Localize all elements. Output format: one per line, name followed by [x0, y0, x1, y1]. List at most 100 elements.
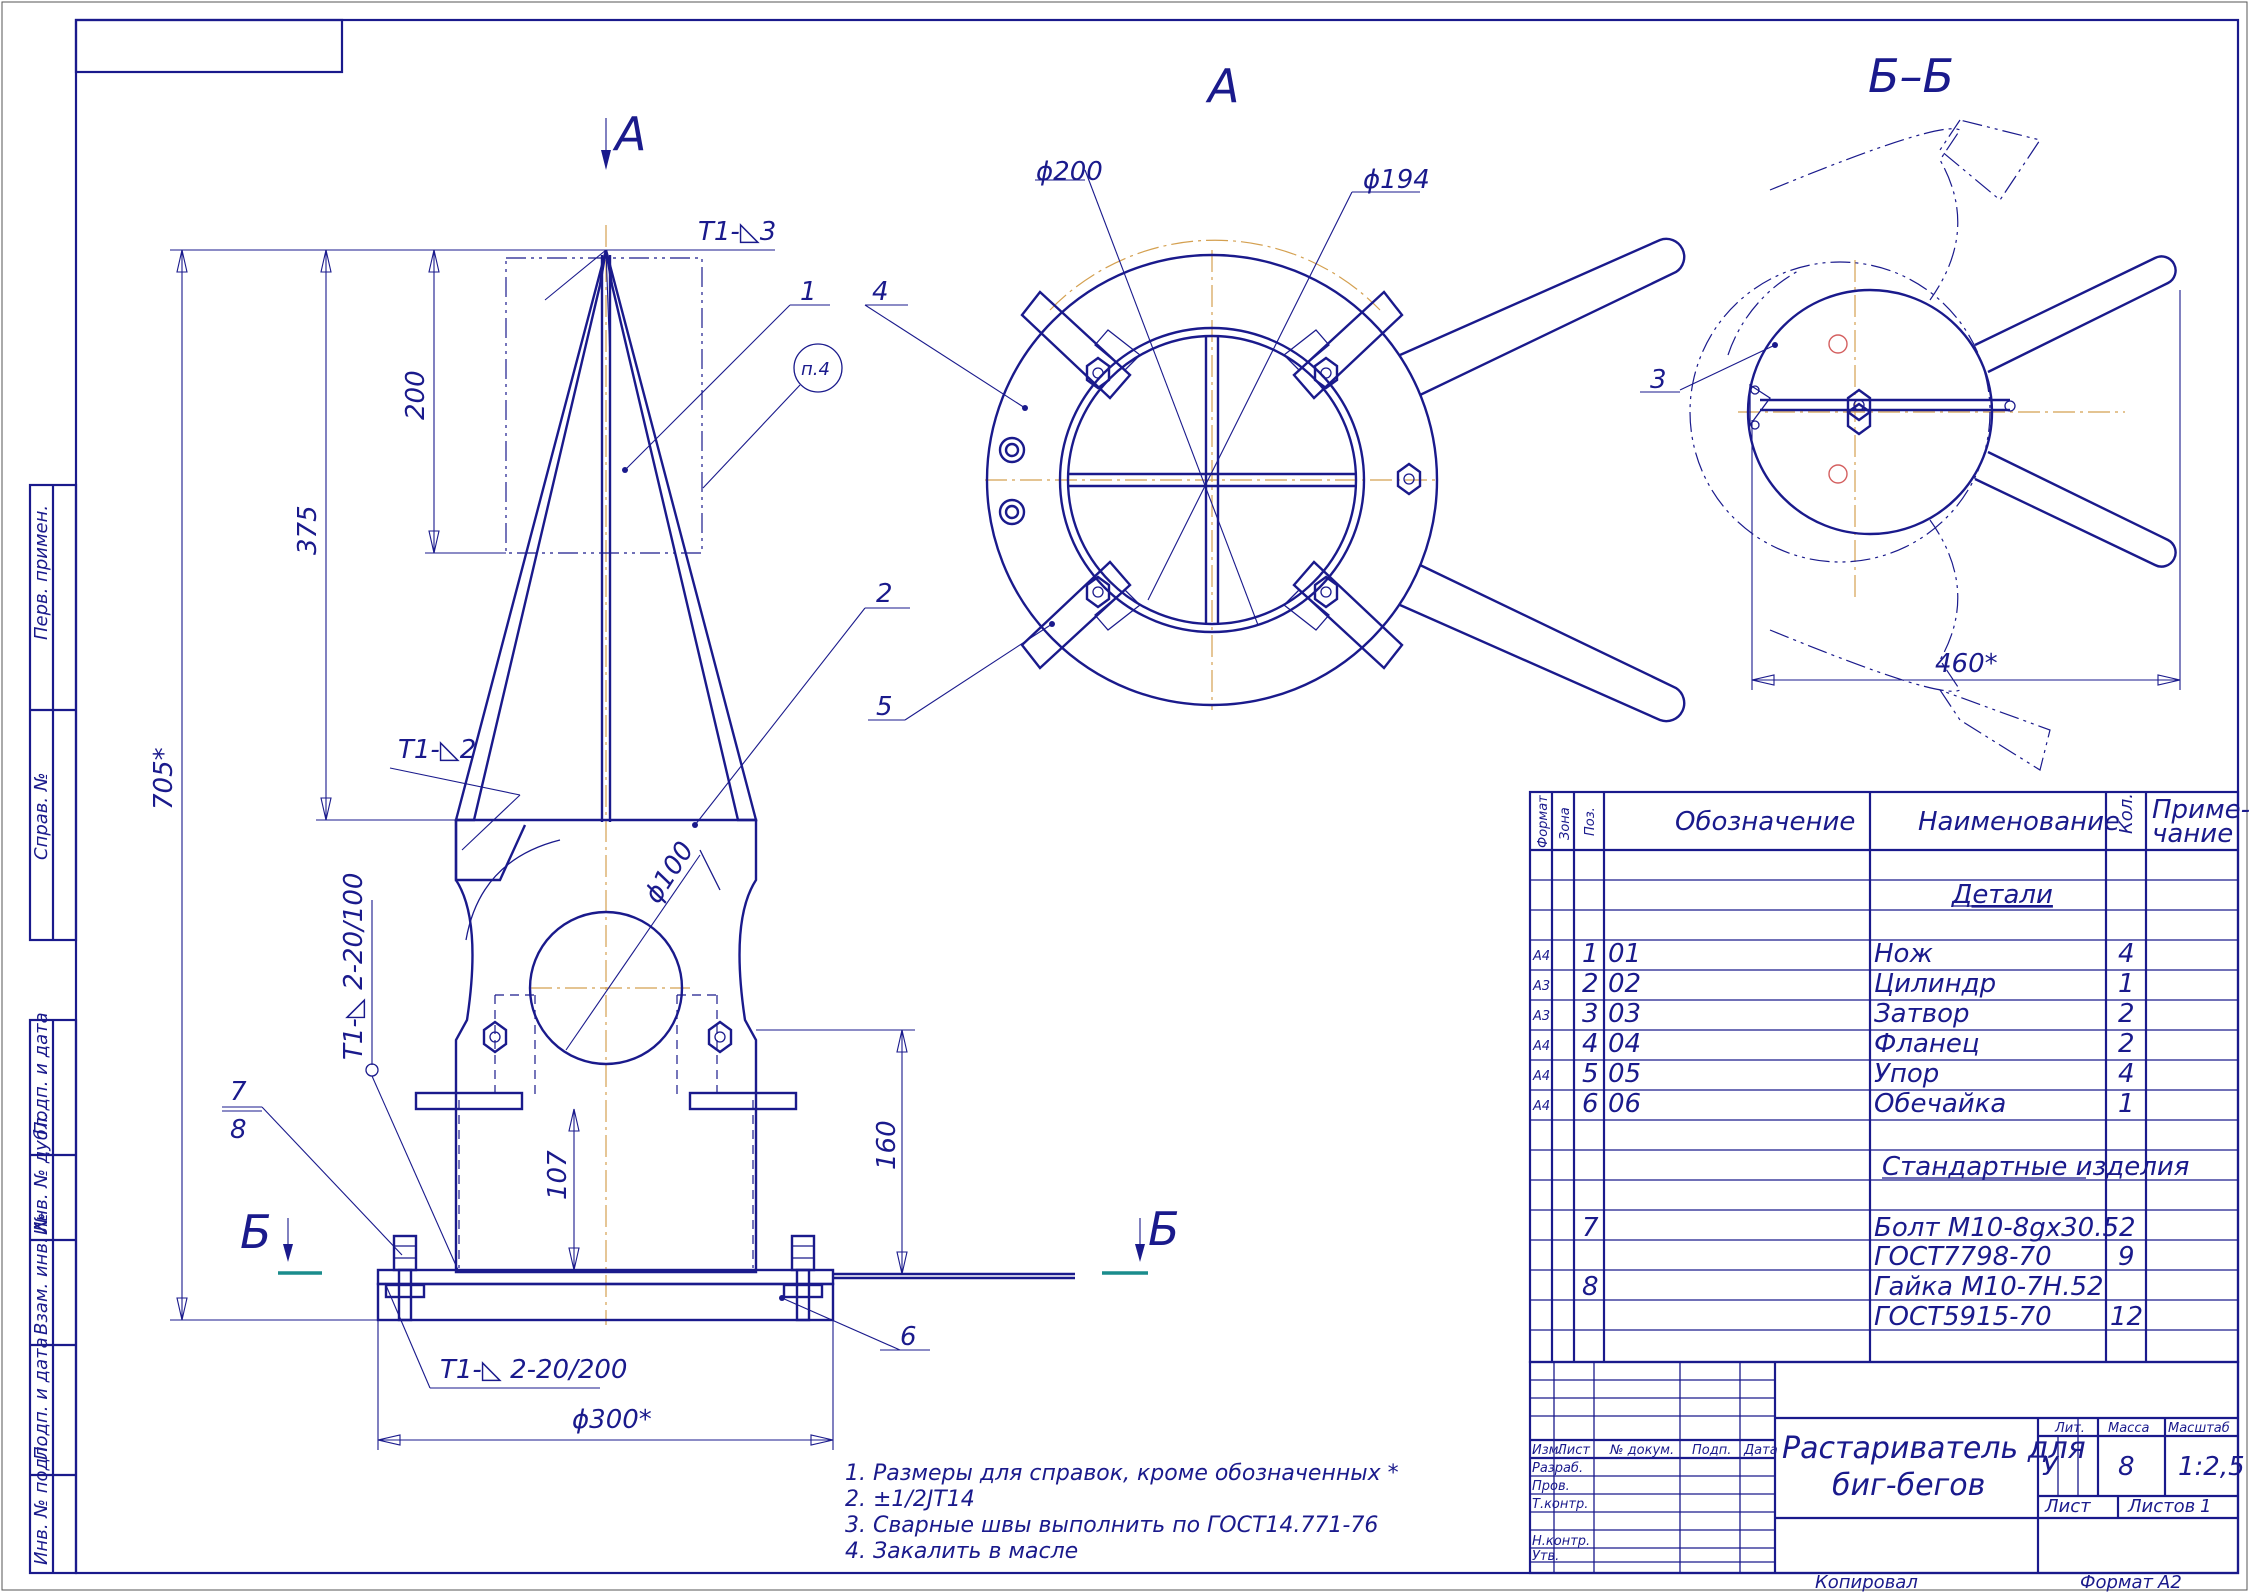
- nut-icon: [707, 1020, 733, 1054]
- tb-mass: Масса: [2108, 1421, 2149, 1436]
- table-row: А4 4 04 Фланец 2: [1532, 1029, 2135, 1059]
- dim-d200: ϕ200: [1036, 157, 1103, 187]
- callout-3: 3: [1650, 365, 1667, 395]
- cell-qty: 4: [2118, 1059, 2135, 1089]
- table-row: 8 Гайка М10-7Н.52 ГОСТ5915-70 12: [1582, 1272, 2143, 1332]
- cell-format: А3: [1532, 979, 1550, 994]
- cell-format: А4: [1532, 1099, 1550, 1114]
- callout-5: 5: [876, 692, 893, 722]
- cell-format: А4: [1532, 1069, 1550, 1084]
- section-title: Б–Б: [1868, 49, 1954, 103]
- tb-nkontr: Н.контр.: [1532, 1534, 1590, 1549]
- cell-code: 02: [1608, 969, 1641, 999]
- tb-format-val: А2: [2157, 1572, 2182, 1592]
- header-zone: Зона: [1558, 807, 1573, 840]
- bolt-icon: [384, 1234, 426, 1322]
- tb-lit: Лит.: [2054, 1421, 2085, 1436]
- dim-d194: ϕ194: [1363, 165, 1430, 195]
- table-row: А4 1 01 Нож 4: [1532, 939, 2135, 969]
- cell-pos: 8: [1582, 1272, 1599, 1302]
- tb-prov: Пров.: [1532, 1479, 1570, 1494]
- strip-label: Перв. примен.: [31, 505, 52, 640]
- tb-format: Формат: [2080, 1572, 2154, 1592]
- section-mark-right: Б: [1148, 1202, 1180, 1256]
- tb-doc: № докум.: [1609, 1443, 1674, 1458]
- tb-copied: Копировал: [1815, 1572, 1918, 1592]
- tb-utv: Утв.: [1532, 1549, 1559, 1564]
- bolt-icon: [782, 1234, 824, 1322]
- front-view: 705* 375 200 160 107 ϕ100 ϕ300* А: [149, 107, 1180, 1450]
- cell-name: ГОСТ5915-70: [1874, 1302, 2052, 1332]
- note-ref: п.4: [801, 359, 830, 380]
- cell-qty: 2: [2118, 1029, 2135, 1059]
- tb-razrab: Разраб.: [1532, 1461, 1583, 1476]
- nut-icon: [1313, 356, 1339, 390]
- cell-name: Обечайка: [1874, 1089, 2006, 1119]
- tb-sheets: Листов: [2127, 1496, 2195, 1517]
- header-name: Наименование: [1918, 807, 2120, 837]
- section-mark-left: Б: [240, 1205, 272, 1259]
- dim-160: 160: [872, 1120, 902, 1170]
- table-row: А4 6 06 Обечайка 1: [1532, 1089, 2135, 1119]
- cell-pos: 2: [1582, 969, 1599, 999]
- cell-pos: 4: [1582, 1029, 1599, 1059]
- callout-7: 7: [230, 1077, 247, 1107]
- tb-sheet: Лист: [2044, 1496, 2091, 1517]
- nut-icon: [1085, 356, 1111, 390]
- strip-label: Подп. и дата: [31, 1012, 52, 1135]
- table-row: 7 Болт М10-8gх30.52 ГОСТ7798-70 9: [1582, 1213, 2136, 1272]
- view-arrow-label: А: [612, 107, 646, 161]
- note-line: 4. Закалить в масле: [845, 1539, 1078, 1564]
- cell-qty: 9: [2118, 1242, 2135, 1272]
- specification-table: Формат Зона Поз. Обозначение Наименовани…: [1528, 790, 2249, 1364]
- drawing-title: Растариватель для: [1782, 1431, 2086, 1466]
- cell-format: А4: [1532, 949, 1550, 964]
- tb-list: Лист: [1556, 1443, 1590, 1458]
- cell-format: А4: [1532, 1039, 1550, 1054]
- cell-code: 06: [1608, 1089, 1641, 1119]
- tb-scale-val: 1:2,5: [2178, 1452, 2245, 1482]
- dim-107: 107: [543, 1150, 573, 1200]
- table-row: А4 5 05 Упор 4: [1532, 1059, 2135, 1089]
- weld-bottom: Т1-◺ 2-20/200: [440, 1355, 627, 1385]
- header-note: чание: [2152, 819, 2233, 849]
- tb-izm: Изм.: [1532, 1443, 1563, 1458]
- callout-8: 8: [230, 1115, 247, 1145]
- callout-2: 2: [876, 579, 893, 609]
- section-details: Детали: [1951, 880, 2053, 910]
- cell-name: Упор: [1874, 1059, 1939, 1089]
- weld-mid: Т1-◺2: [398, 735, 476, 765]
- note-line: 3. Сварные швы выполнить по ГОСТ14.771-7…: [845, 1513, 1378, 1538]
- cell-qty: 1: [2118, 969, 2135, 999]
- cell-name: Цилиндр: [1874, 969, 1996, 999]
- dim-200: 200: [401, 370, 431, 420]
- callout-6: 6: [900, 1322, 917, 1352]
- strip-label: Инв. № дубл.: [31, 1112, 52, 1235]
- tb-sign: Подп.: [1692, 1443, 1731, 1458]
- tb-tkontr: Т.контр.: [1532, 1497, 1588, 1512]
- cell-name: ГОСТ7798-70: [1874, 1242, 2052, 1272]
- tb-sheets-val: 1: [2200, 1496, 2211, 1517]
- cell-code: 01: [1608, 939, 1641, 969]
- tb-date: Дата: [1743, 1443, 1778, 1458]
- dim-375: 375: [293, 505, 323, 555]
- table-row: А3 3 03 Затвор 2: [1532, 999, 2135, 1029]
- strip-label: Справ. №: [31, 772, 52, 860]
- cell-pos: 5: [1582, 1059, 1599, 1089]
- technical-notes: 1. Размеры для справок, кроме обозначенн…: [845, 1461, 1399, 1564]
- callout-4: 4: [872, 277, 889, 307]
- dim-d100: ϕ100: [639, 836, 701, 908]
- nut-icon: [1396, 462, 1422, 496]
- tb-lit-val: У: [2042, 1452, 2060, 1482]
- cell-pos: 1: [1582, 939, 1599, 969]
- dim-460: 460*: [1935, 649, 1998, 679]
- cell-format: А3: [1532, 1009, 1550, 1024]
- cell-qty: 2: [2118, 999, 2135, 1029]
- header-pos: Поз.: [1583, 807, 1598, 836]
- weld-top: Т1-◺3: [698, 217, 776, 247]
- nut-icon: [1846, 402, 1872, 436]
- header-note: Приме-: [2152, 795, 2249, 825]
- section-b-b: Б–Б 460* 3: [1640, 49, 2181, 771]
- strip-label: Инв. № подл.: [31, 1441, 52, 1565]
